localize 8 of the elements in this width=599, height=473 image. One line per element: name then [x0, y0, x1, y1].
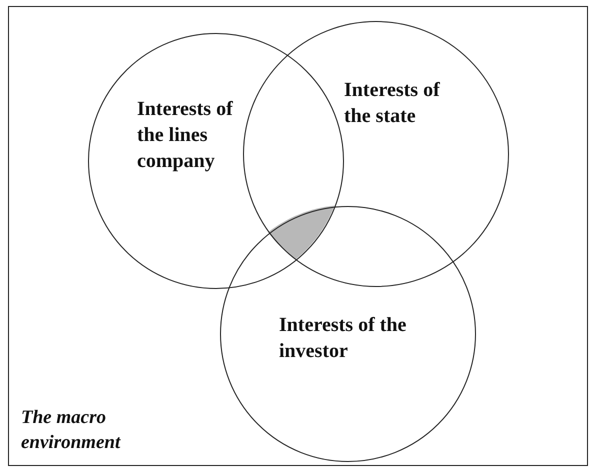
venn-circle — [220, 206, 476, 462]
venn-circle — [88, 33, 344, 289]
circle-label: Interests of the lines company — [137, 97, 234, 174]
environment-frame — [8, 6, 588, 466]
circle-label: Interests of the state — [344, 78, 441, 129]
circle-label: Interests of the investor — [279, 313, 408, 364]
venn-circle — [243, 21, 509, 287]
frame-label: The macro environment — [21, 406, 122, 455]
